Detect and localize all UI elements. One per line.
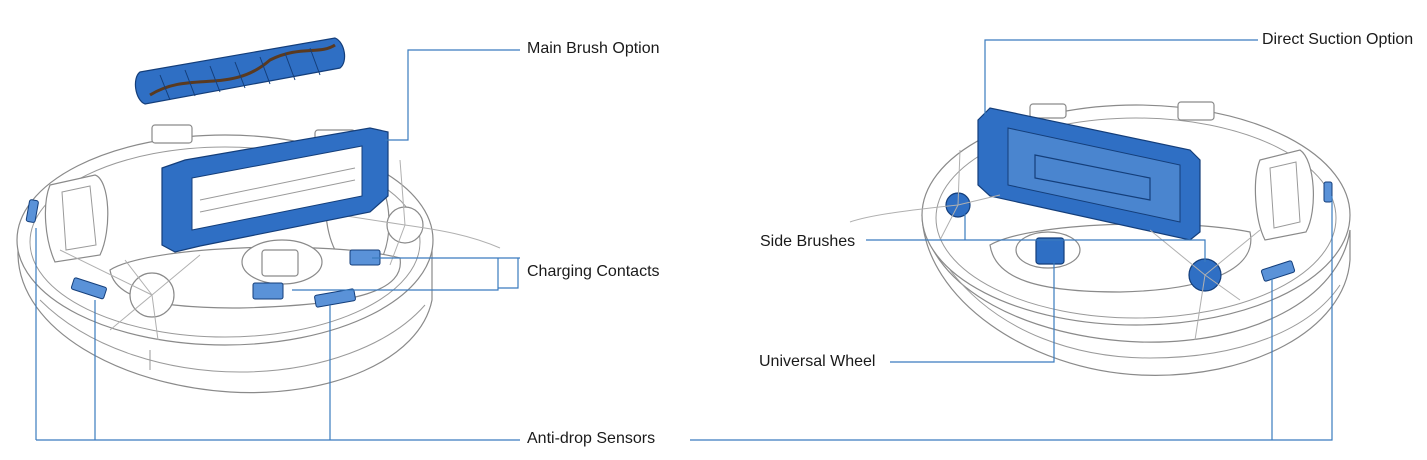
leader-charging-contacts <box>292 257 520 291</box>
main-brush-roller <box>134 37 346 105</box>
label-main-brush-option: Main Brush Option <box>527 40 660 57</box>
leader-lines <box>35 39 1333 441</box>
right-robot-illustration <box>849 101 1351 376</box>
leader-side-brushes <box>866 214 1206 262</box>
label-anti-drop-sensors: Anti-drop Sensors <box>527 430 656 447</box>
leader-main-brush <box>385 49 520 141</box>
label-direct-suction-option: Direct Suction Option <box>1262 31 1414 48</box>
label-charging-contacts: Charging Contacts <box>527 263 660 280</box>
label-universal-wheel: Universal Wheel <box>759 353 876 370</box>
label-side-brushes: Side Brushes <box>760 233 856 250</box>
left-robot-illustration <box>16 37 501 394</box>
leader-universal-wheel <box>890 262 1055 363</box>
leader-anti-drop-left <box>35 228 520 441</box>
leader-anti-drop-right <box>690 196 1333 441</box>
leader-direct-suction <box>984 39 1258 115</box>
